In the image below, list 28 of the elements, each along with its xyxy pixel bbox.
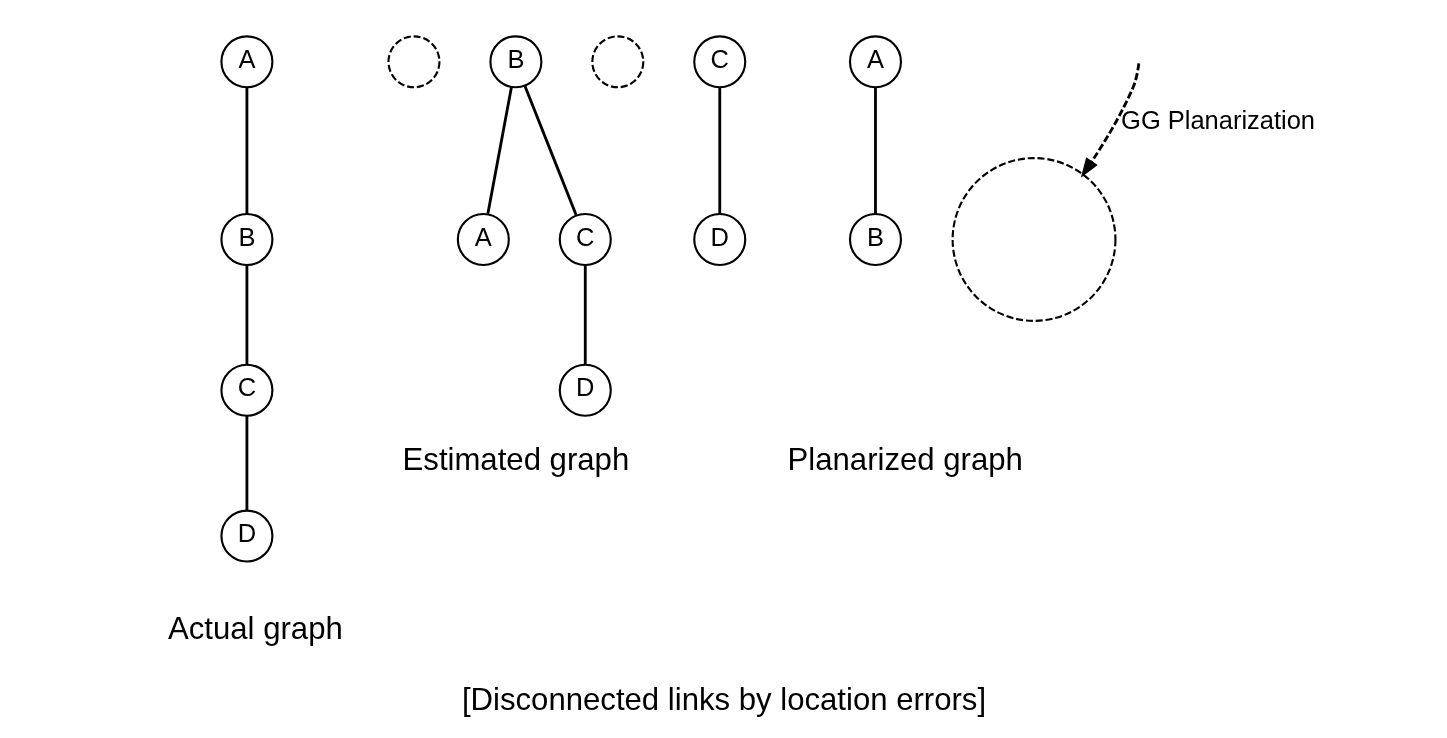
connector: [245, 265, 248, 365]
arrow: [1080, 63, 1140, 178]
connector: [873, 87, 877, 214]
label: Actual graph: [167, 610, 343, 646]
node-circle: B: [219, 212, 273, 266]
node-circle: [386, 35, 440, 89]
node-circle: B: [488, 35, 542, 89]
caption: [Disconnected links by location errors]: [461, 681, 986, 717]
node-circle: D: [558, 363, 612, 417]
connector: [583, 265, 587, 365]
node-circle: [590, 35, 644, 89]
connector: [523, 85, 577, 216]
node-circle: C: [692, 35, 746, 89]
node-circle: B: [848, 212, 902, 266]
node-circle: A: [456, 212, 510, 266]
node-circle: C: [219, 363, 273, 417]
label: Estimated graph: [402, 442, 629, 478]
label: Planarized graph: [787, 442, 1023, 478]
connector: [245, 87, 248, 214]
edge-label: GG Planarization: [1120, 105, 1315, 134]
node-circle: A: [848, 35, 902, 89]
node-circle: A: [219, 35, 273, 89]
node-circle: D: [219, 509, 273, 563]
connector: [485, 86, 513, 215]
node-circle: D: [692, 212, 746, 266]
node-circle: C: [558, 212, 612, 266]
connector: [717, 87, 721, 214]
connector: [245, 415, 248, 511]
